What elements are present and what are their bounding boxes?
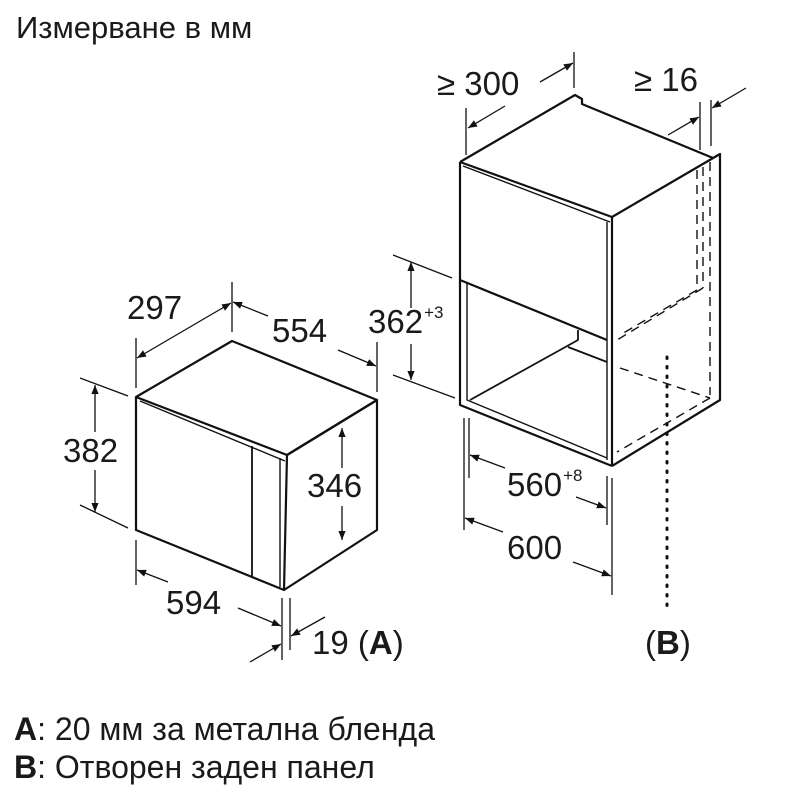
- page-title: Измерване в мм: [16, 10, 253, 45]
- dim-width-594: 594: [166, 584, 222, 621]
- appliance-outline: [134, 339, 379, 592]
- dim-niche-width-560: 560+8: [507, 466, 583, 503]
- marker-a: A: [368, 624, 393, 661]
- dim-min-rear-gap-16: ≥ 16: [634, 61, 698, 98]
- open-back-label: (B): [645, 624, 691, 661]
- dim-front-offset-19: 19 (A): [312, 624, 404, 661]
- legend-item-b: B: Отворен заден панел: [14, 749, 375, 785]
- legend-item-a: A: 20 мм за метална бленда: [14, 711, 435, 747]
- dim-side-width-554: 554: [272, 312, 328, 349]
- dim-depth-297: 297: [127, 289, 183, 326]
- cabinet-outline: [458, 93, 722, 468]
- cabinet-dimension-lines: [392, 52, 747, 595]
- cabinet-hidden-lines: [616, 162, 711, 453]
- dim-height-382: 382: [63, 432, 119, 469]
- dim-cabinet-width-600: 600: [507, 529, 563, 566]
- dim-inner-height-346: 346: [307, 467, 363, 504]
- dim-niche-height-362: 362+3: [368, 303, 444, 340]
- dim-min-depth-300: ≥ 300: [437, 65, 520, 102]
- marker-b: B: [656, 624, 680, 661]
- appliance-dimension-lines: [79, 282, 378, 663]
